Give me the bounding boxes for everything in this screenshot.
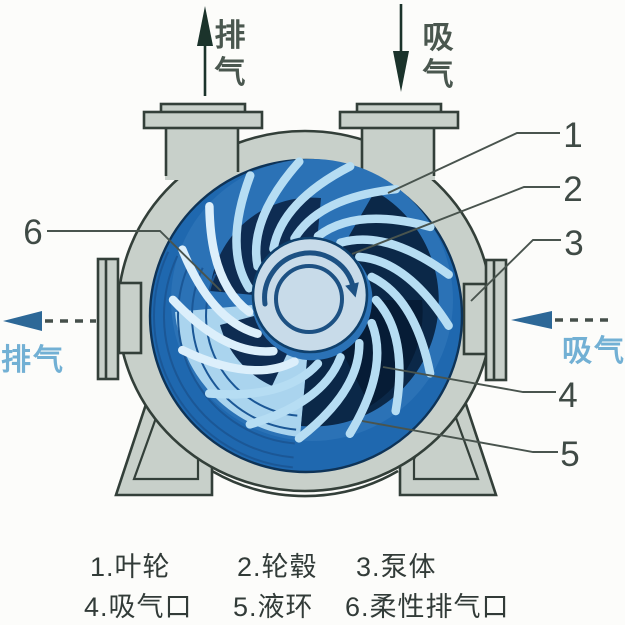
rotation-arrow-head [345, 282, 359, 298]
legend-item-hub: 2.轮毂 [237, 552, 318, 582]
leader-2 [351, 186, 560, 255]
legend: 1.叶轮 2.轮毂 3.泵体 4.吸气口 5.液环 6.柔性排气口 [84, 552, 510, 622]
right-neck-sides [360, 128, 436, 176]
left-flange-plate [142, 110, 264, 130]
legend-item-pump-body: 3.泵体 [356, 552, 437, 582]
leader-1 [387, 132, 560, 194]
top-exhaust-label-char2: 气 [214, 55, 246, 90]
leader-3 [470, 239, 561, 302]
left-side-flange [96, 257, 120, 381]
hub [251, 236, 369, 354]
leader-5 [361, 420, 558, 453]
legend-item-liquid-ring: 5.液环 [233, 592, 314, 622]
right-side-flange [484, 258, 508, 382]
exhaust-left-arrow-icon [3, 311, 42, 331]
hub-inner-ring [274, 264, 344, 334]
top-suction-label-char2: 气 [422, 57, 454, 92]
base-arch [211, 469, 399, 498]
suction-down-arrow-icon [393, 51, 409, 92]
left-neck [165, 128, 239, 180]
legend-item-impeller: 1.叶轮 [90, 552, 171, 582]
callout-number-1: 1 [563, 116, 582, 155]
callout-number-4: 4 [558, 376, 577, 415]
callout-number-5: 5 [560, 435, 579, 474]
suction-port-core [342, 300, 423, 406]
right-neck [361, 128, 435, 180]
leader-6 [47, 230, 222, 292]
right-side-stub [462, 282, 488, 356]
left-neck-sides [164, 128, 240, 176]
top-suction-label-char1: 吸 [423, 20, 454, 55]
leader-4 [382, 366, 556, 393]
flow-labels: 排 气 吸 气 排气 吸气 [1, 18, 625, 377]
legend-item-flexible-exhaust-port: 6.柔性排气口 [345, 592, 510, 622]
callout-number-2: 2 [563, 170, 582, 209]
right-flange-plate [338, 110, 460, 130]
callout-number-6: 6 [23, 213, 42, 252]
exhaust-up-arrow-icon [197, 6, 213, 46]
suction-left-arrow-icon [511, 311, 552, 329]
right-suction-label: 吸气 [562, 335, 625, 368]
top-exhaust-label-char1: 排 [215, 18, 246, 53]
impeller-blades [168, 157, 453, 443]
callout-number-3: 3 [564, 224, 583, 263]
callouts: 1 2 3 4 5 6 [23, 116, 583, 474]
left-side-stub [117, 281, 143, 355]
left-exhaust-label: 排气 [1, 344, 65, 377]
rotation-arrow [262, 250, 355, 307]
legend-item-suction-port: 4.吸气口 [84, 592, 193, 622]
flow-arrows [3, 4, 612, 331]
